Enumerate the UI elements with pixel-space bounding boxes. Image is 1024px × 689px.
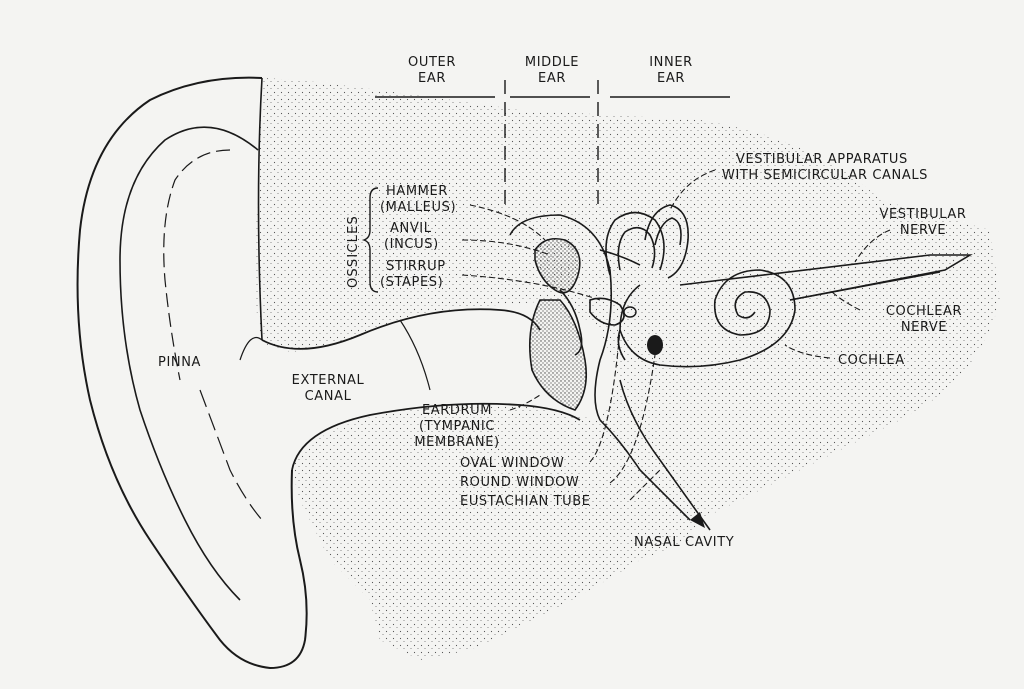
external-canal-upper <box>261 308 541 350</box>
ossicles-bracket <box>361 187 379 293</box>
middle-ear-chamber <box>509 214 613 421</box>
cochlea-label: COCHLEA <box>838 353 905 368</box>
middle-ear-header-line1: MIDDLE <box>524 55 580 70</box>
eardrum-shape <box>528 299 588 411</box>
anvil-line1: ANVIL <box>390 221 432 236</box>
hammer-label: HAMMER (MALLEUS) <box>380 184 456 216</box>
cochlear-nerve-line1: COCHLEAR <box>885 304 963 319</box>
vestibular-apparatus-label: VESTIBULAR APPARATUS WITH SEMICIRCULAR C… <box>722 152 928 184</box>
inner-ear-header-line2: EAR <box>657 71 685 86</box>
vestibular-nerve-label: VESTIBULAR NERVE <box>862 207 984 239</box>
eustachian-tube-label: EUSTACHIAN TUBE <box>460 494 591 509</box>
outer-ear-header: OUTER EAR <box>396 55 468 87</box>
pinna-inner-fold <box>119 126 259 601</box>
hammer-bone <box>534 237 581 294</box>
vestibular-nerve-line1: VESTIBULAR <box>879 207 967 222</box>
inner-ear-header: INNER EAR <box>635 55 707 87</box>
eustachian-tube <box>599 419 691 521</box>
middle-ear-header: MIDDLE EAR <box>512 55 592 87</box>
pinna-label: PINNA <box>158 355 202 370</box>
external-canal-line2: CANAL <box>304 389 352 404</box>
oval-window-label: OVAL WINDOW <box>460 456 565 471</box>
round-window-mark <box>647 335 663 355</box>
cochlear-nerve <box>789 271 941 301</box>
stirrup-line1: STIRRUP <box>386 259 446 274</box>
head-tissue-region <box>254 78 1001 660</box>
external-canal-label: EXTERNAL CANAL <box>276 373 380 405</box>
eardrum-label: EARDRUM (TYMPANIC MEMBRANE) <box>398 403 516 451</box>
stirrup-line2: (STAPES) <box>380 275 444 290</box>
semicircular-canals <box>599 204 689 279</box>
nasal-cavity-label: NASAL CAVITY <box>634 535 735 550</box>
round-window-label: ROUND WINDOW <box>460 475 580 490</box>
cochlear-nerve-label: COCHLEAR NERVE <box>868 304 980 336</box>
eardrum-line3: MEMBRANE) <box>414 435 500 450</box>
anvil-label: ANVIL (INCUS) <box>384 221 439 253</box>
vestibular-apparatus-line1: VESTIBULAR APPARATUS <box>736 152 908 167</box>
pinna-outline <box>76 76 308 670</box>
external-canal-lower <box>291 402 581 471</box>
middle-ear-header-line2: EAR <box>538 71 566 86</box>
cochlear-nerve-line2: NERVE <box>900 320 948 335</box>
hammer-line2: (MALLEUS) <box>380 200 457 215</box>
anvil-bone <box>559 289 583 356</box>
vestibular-nerve-line2: NERVE <box>899 223 947 238</box>
outer-ear-header-line1: OUTER <box>408 55 456 70</box>
anvil-line2: (INCUS) <box>384 237 439 252</box>
external-canal-line1: EXTERNAL <box>291 373 365 388</box>
vestibular-apparatus-line2: WITH SEMICIRCULAR CANALS <box>722 168 929 183</box>
ossicles-label: OSSICLES <box>346 215 361 288</box>
eardrum-line1: EARDRUM <box>421 403 493 418</box>
stirrup-label: STIRRUP (STAPES) <box>380 259 446 291</box>
eardrum-line2: (TYMPANIC <box>418 419 496 434</box>
stirrup-bone <box>589 297 625 326</box>
hammer-line1: HAMMER <box>386 184 448 199</box>
outer-ear-header-line2: EAR <box>418 71 446 86</box>
leader-lines <box>461 169 891 501</box>
inner-ear-header-line1: INNER <box>649 55 693 70</box>
